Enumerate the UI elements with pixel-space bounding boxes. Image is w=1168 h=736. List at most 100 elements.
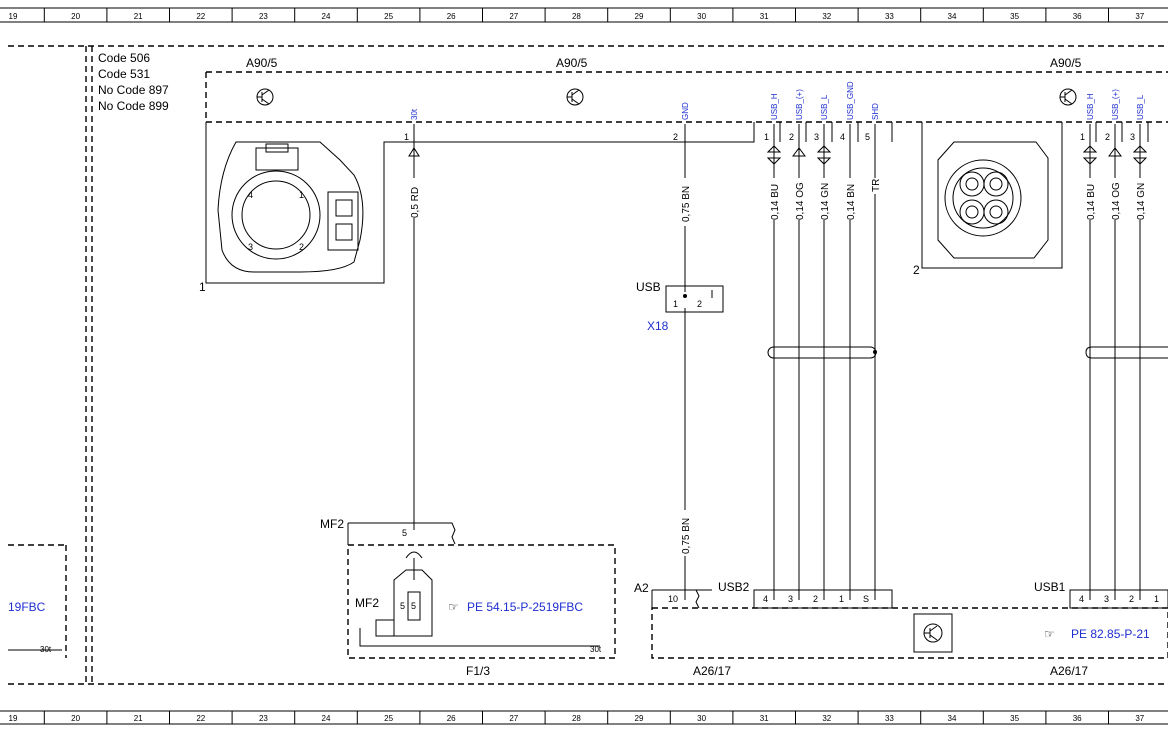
pin-number: 1: [1080, 132, 1085, 142]
connector-pin-3-label: 3: [248, 242, 253, 252]
column-top-35: 35: [1010, 12, 1019, 21]
pin-number: 1: [1154, 594, 1159, 604]
signal-usb-plus: USB_(+): [795, 89, 804, 120]
pin-number: 1: [673, 299, 678, 309]
a90-5-module: A90/5 A90/5 A90/5: [205, 56, 1168, 123]
pin-number: 3: [788, 594, 793, 604]
column-top-19: 19: [9, 12, 18, 21]
a26-label-left[interactable]: A26/17: [693, 664, 731, 678]
column-top-20: 20: [71, 12, 80, 21]
column-top-30: 30: [697, 12, 706, 21]
signal-gnd: GND: [681, 102, 690, 120]
column-top-31: 31: [760, 12, 769, 21]
left-partial-box: 30t 19FBC: [8, 544, 67, 658]
signal-usb-gnd: USB_GND: [846, 81, 855, 120]
wire-label: 0,75 BN: [681, 186, 692, 222]
column-top-34: 34: [948, 12, 957, 21]
pin-number: 4: [1079, 594, 1084, 604]
column-bottom-23: 23: [259, 714, 268, 723]
pe-right-reference-link[interactable]: PE 82.85-P-21: [1071, 627, 1150, 641]
column-bottom-37: 37: [1135, 714, 1144, 723]
transistor-icon: [923, 623, 943, 643]
wire-label: 0,14 GN: [1136, 183, 1147, 220]
connector-1-housing: 1 4 1 3 2: [199, 122, 755, 294]
f1-3-label[interactable]: F1/3: [466, 664, 490, 678]
wire-label: TR: [871, 179, 882, 192]
transistor-icon: [1059, 88, 1077, 106]
mf2-label-fuse: MF2: [355, 596, 379, 610]
connector-pin-1-label: 1: [299, 190, 304, 200]
wire-label: 0,14 BN: [846, 184, 857, 220]
wire-label: 0,75 BN: [681, 518, 692, 554]
pointer-icon: ☞: [1044, 627, 1055, 641]
x18-label[interactable]: X18: [647, 319, 669, 333]
signal-usb-plus-right: USB_(+): [1111, 89, 1120, 120]
column-bottom-30: 30: [697, 714, 706, 723]
pin-signal-labels: 30t GND USB_H USB_(+) USB_L USB_GND SHD …: [410, 81, 1145, 120]
column-bottom-29: 29: [635, 714, 644, 723]
pin-number: S: [863, 594, 869, 604]
a26-17-unit[interactable]: A2 10 USB2 4 3 2 1 S USB1 4 3 2 1 ☞ PE 8…: [634, 580, 1168, 678]
column-bottom-36: 36: [1073, 714, 1082, 723]
column-top-25: 25: [384, 12, 393, 21]
column-top-23: 23: [259, 12, 268, 21]
column-top-27: 27: [509, 12, 518, 21]
column-bottom-28: 28: [572, 714, 581, 723]
usb1-label: USB1: [1034, 580, 1066, 594]
pin-number: 5: [865, 132, 870, 142]
signal-shd: SHD: [871, 103, 880, 120]
column-bottom-20: 20: [71, 714, 80, 723]
transistor-icon: [566, 88, 584, 106]
a26-label-right[interactable]: A26/17: [1050, 664, 1088, 678]
column-bottom-31: 31: [760, 714, 769, 723]
column-bottom-22: 22: [196, 714, 205, 723]
pin-number: 3: [814, 132, 819, 142]
column-bottom-26: 26: [447, 714, 456, 723]
connector-pin-2-label: 2: [299, 242, 304, 252]
pin-number: 5: [402, 528, 407, 538]
column-top-26: 26: [447, 12, 456, 21]
column-bottom-19: 19: [9, 714, 18, 723]
signal-usb-h: USB_H: [770, 93, 779, 120]
pointer-icon: ☞: [448, 600, 459, 614]
pin-number: 1: [839, 594, 844, 604]
pin-number: 2: [1105, 132, 1110, 142]
pin-number: 3: [1130, 132, 1135, 142]
terminal-30t-left: 30t: [40, 645, 52, 654]
column-top-32: 32: [822, 12, 831, 21]
pin-number: 2: [789, 132, 794, 142]
wire-label: 0,14 BU: [770, 184, 781, 220]
code-list: Code 506 Code 531 No Code 897 No Code 89…: [98, 51, 169, 113]
connector-2-number: 2: [913, 263, 920, 277]
code-899: No Code 899: [98, 99, 169, 113]
signal-30t: 30t: [410, 108, 419, 120]
pin-number: 2: [1129, 594, 1134, 604]
code-897: No Code 897: [98, 83, 169, 97]
a90-label-right[interactable]: A90/5: [1050, 56, 1082, 70]
pe-fuse-reference-link[interactable]: PE 54.15-P-2519FBC: [467, 600, 583, 614]
pe-left-reference-link[interactable]: 19FBC: [8, 600, 46, 614]
column-bottom-25: 25: [384, 714, 393, 723]
signal-usb-h-right: USB_H: [1086, 93, 1095, 120]
column-top-22: 22: [196, 12, 205, 21]
pin-number: 10: [668, 594, 678, 604]
a90-label-mid[interactable]: A90/5: [556, 56, 588, 70]
pin-number: 3: [1104, 594, 1109, 604]
f1-3-fuse-box[interactable]: MF2 5 5 5 MF2 30t F1/3 ☞ PE 54.15-P-2519…: [320, 517, 616, 678]
column-bottom-32: 32: [822, 714, 831, 723]
pin-number: 1: [404, 132, 409, 142]
a90-label-left[interactable]: A90/5: [246, 56, 278, 70]
wire-label: 0,14 OG: [1111, 182, 1122, 220]
column-top-28: 28: [572, 12, 581, 21]
pin-number: 4: [840, 132, 845, 142]
top-pin-numbers: 1 2 1 2 3 4 5 1 2 3: [404, 122, 1149, 142]
column-top-21: 21: [134, 12, 143, 21]
wire-label: 0,14 OG: [795, 182, 806, 220]
column-bottom-33: 33: [885, 714, 894, 723]
wire-label: 0,5 RD: [410, 187, 421, 218]
signal-usb-l-right: USB_L: [1136, 94, 1145, 120]
x18-usb-connector[interactable]: USB X18 1 2: [636, 280, 724, 333]
